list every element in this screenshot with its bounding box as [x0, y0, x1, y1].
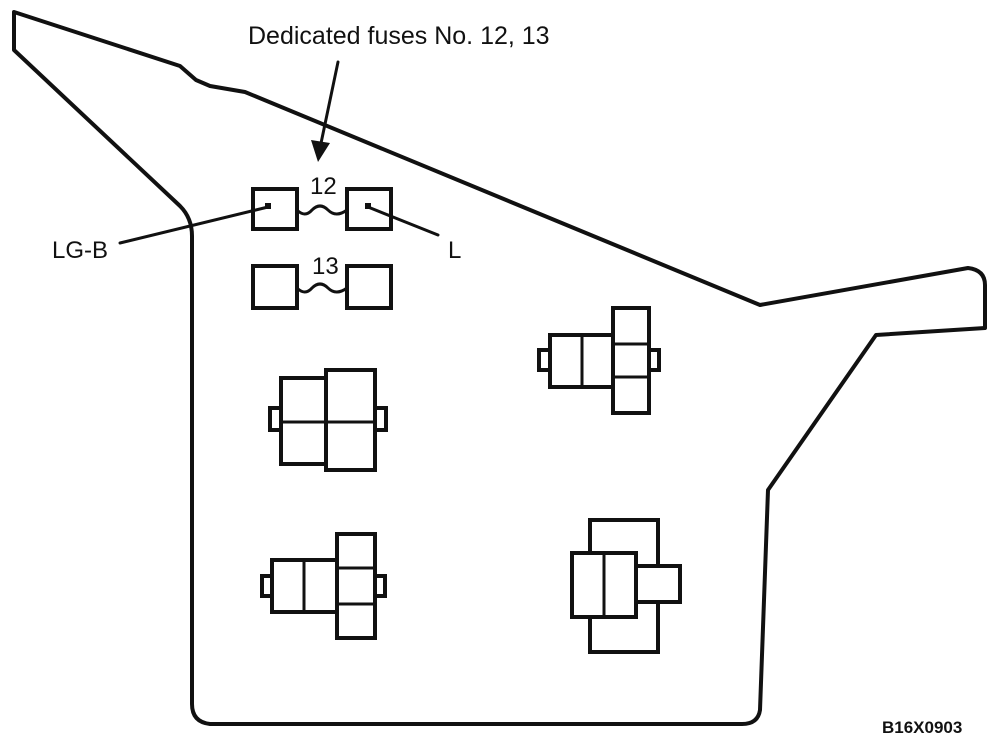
- wire-l-leader: [366, 205, 440, 237]
- relay-lower-left: [260, 532, 387, 640]
- wire-lgb-leader: [118, 205, 270, 245]
- fuse-13-label: 13: [312, 253, 339, 280]
- figure-code: B16X0903: [882, 718, 962, 737]
- title-leader-line: [318, 60, 340, 150]
- fuse-13: [251, 264, 393, 310]
- diagram-title: Dedicated fuses No. 12, 13: [248, 22, 550, 50]
- block-outline: [12, 10, 987, 726]
- fuse-12-label: 12: [310, 173, 337, 200]
- relay-lower-right: [570, 518, 682, 654]
- wire-lgb-label: LG-B: [52, 237, 108, 264]
- wire-l-label: L: [448, 237, 461, 264]
- relay-upper-right: [537, 306, 661, 415]
- title-leader-arrowhead: [311, 140, 330, 162]
- relay-middle-left: [268, 368, 388, 472]
